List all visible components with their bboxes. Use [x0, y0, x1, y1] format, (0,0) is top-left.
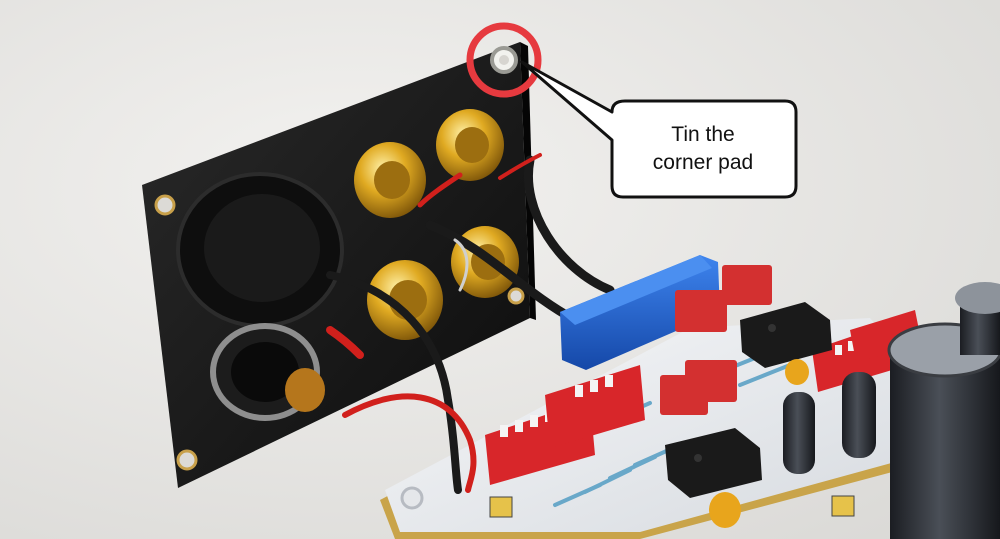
electrolytic-capacitor-large: [955, 282, 1000, 355]
rca-jack: [354, 142, 426, 218]
rca-jack: [367, 260, 443, 340]
callout-bubble: [520, 60, 798, 199]
panel-corner-hole: [154, 194, 176, 216]
pcb-logo: [831, 495, 855, 517]
film-capacitor: [675, 290, 727, 332]
film-capacitor: [685, 360, 737, 402]
ic-chip: [665, 428, 762, 498]
electrolytic-capacitor: [842, 372, 876, 458]
terminal-block: [560, 255, 720, 370]
ic-chip: [740, 302, 832, 368]
electrolytic-capacitor: [783, 392, 815, 474]
electrolytic-capacitor-large: [887, 322, 1000, 539]
highlight-ring: [466, 22, 542, 98]
film-capacitor: [722, 265, 772, 305]
xlr-connector: [176, 172, 344, 328]
dip-switch: [545, 365, 645, 448]
rca-jack: [436, 109, 504, 181]
pcb-mounting-hole: [400, 486, 424, 510]
ceramic-capacitor: [709, 492, 741, 528]
capacitor-small: [285, 368, 325, 412]
pcb-logo: [489, 496, 513, 518]
panel-corner-hole: [176, 449, 198, 471]
resistor-row: [553, 350, 792, 507]
ceramic-capacitor: [785, 359, 809, 385]
wires: [326, 153, 615, 494]
panel-corner-hole: [507, 287, 525, 305]
